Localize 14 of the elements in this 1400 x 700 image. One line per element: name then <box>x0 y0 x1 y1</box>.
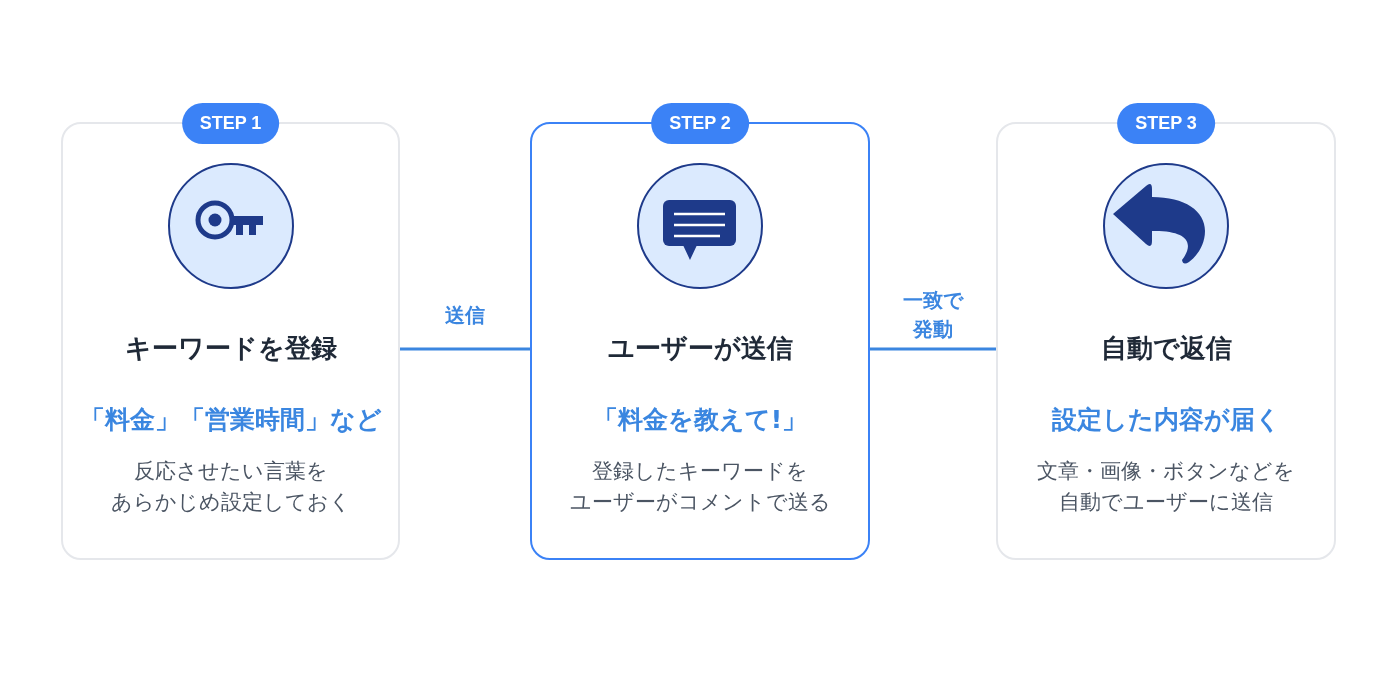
step-badge: STEP 1 <box>181 103 280 144</box>
step-title: ユーザーが送信 <box>607 331 793 364</box>
step-badge: STEP 3 <box>1117 103 1215 144</box>
step-title: キーワードを登録 <box>124 332 337 364</box>
example-text: 設定した内容が届く <box>1051 404 1281 436</box>
step-description: 反応させたい言葉をあらかじめ設定しておく <box>110 458 351 516</box>
step-description: 文章・画像・ボタンなどを自動でユーザーに送信 <box>1037 458 1295 516</box>
step-badge: STEP 2 <box>651 103 749 144</box>
connector-line <box>400 347 530 351</box>
example-text: 「料金」「営業時間」など <box>79 404 382 436</box>
connector-line <box>870 347 996 351</box>
step-title: 自動で返信 <box>1100 332 1232 364</box>
example-text: 「料金を教えて!」 <box>592 403 808 436</box>
step-description: 登録したキーワードをユーザーがコメントで送る <box>569 457 831 516</box>
